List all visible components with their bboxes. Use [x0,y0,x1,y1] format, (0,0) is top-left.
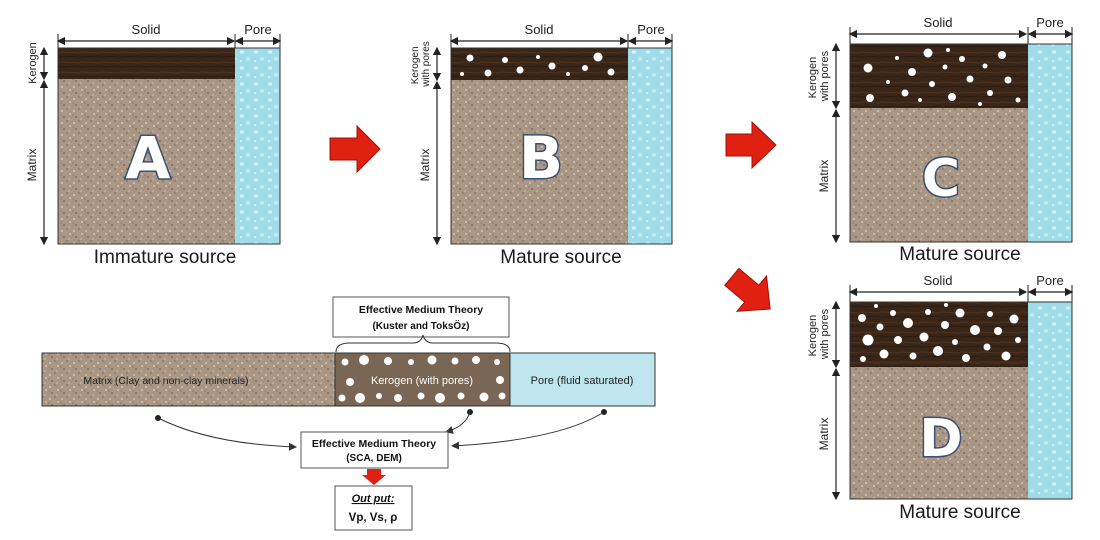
kerogen-side-label: Kerogen with pores [807,308,831,360]
kerogen-pores [863,48,1021,106]
pore-column [628,48,672,244]
bar-pore-label: Pore (fluid saturated) [531,375,634,387]
curly-brace [335,334,511,353]
panel-caption: Mature source [899,502,1020,523]
panel-letter: D [919,409,962,469]
panel-a: Solid Pore Kerogen Matrix A Immature sou… [25,22,282,268]
solid-label: Solid [924,273,953,288]
panel-d: Solid Pore Kerogen with pores Matrix D M… [807,273,1074,523]
matrix-layer [850,108,1028,242]
emt-workflow: Effective Medium Theory (Kuster and Toks… [41,296,656,531]
output-values: Vp, Vs, ρ [349,512,398,524]
red-arrow-a-to-b [329,124,381,174]
emt-top-subtitle: (Kuster and ToksÖz) [372,319,469,332]
kerogen-side-label: Kerogen with pores [807,50,831,102]
kerogen-layer [850,302,1028,367]
emt-bottom-box [300,431,449,469]
solid-label: Solid [924,15,953,30]
matrix-side-label: Matrix [817,160,831,193]
kerogen-side-label: Kerogen with pores [410,41,432,88]
pore-label: Pore [1036,15,1063,30]
panel-b: Solid Pore Kerogen with pores Matrix B M… [410,22,674,268]
matrix-side-label: Matrix [418,149,432,182]
kerogen-pores [460,52,615,77]
pore-column [1028,44,1072,242]
output-box [334,485,413,531]
solid-label: Solid [525,22,554,37]
emt-bottom-subtitle: (SCA, DEM) [346,453,402,464]
pore-label: Pore [244,22,271,37]
red-down-arrow [362,469,386,485]
connector-pore [451,411,605,450]
panel-letter: C [922,149,960,209]
emt-top-title: Effective Medium Theory [359,304,483,316]
matrix-side-label: Matrix [817,418,831,451]
bar-matrix-label: Matrix (Clay and non-clay minerals) [83,375,248,387]
connector-kerogen [445,411,471,434]
pore-column [1028,302,1072,499]
panel-caption: Mature source [500,247,621,268]
kerogen-layer [58,48,235,79]
emt-top-box [332,296,510,338]
connector-matrix [157,417,297,451]
red-arrow-b-to-c [725,120,777,170]
matrix-layer [58,79,235,244]
panel-caption: Immature source [94,247,237,268]
panel-letter: B [519,124,563,192]
pore-column [235,48,280,244]
kerogen-layer [451,48,628,80]
panel-c: Solid Pore Kerogen with pores Matrix C M… [807,15,1074,265]
bar-kerogen-label: Kerogen (with pores) [371,375,473,387]
solid-label: Solid [132,22,161,37]
panel-caption: Mature source [899,244,1020,265]
kerogen-side-label: Kerogen [27,42,39,84]
bar-matrix-segment [41,352,336,407]
pore-label: Pore [1036,273,1063,288]
matrix-layer [850,367,1028,499]
emt-bottom-title: Effective Medium Theory [312,438,436,450]
kerogen-pores [858,303,1021,362]
red-arrow-b-to-d [724,267,771,312]
bar-pore-segment [509,352,656,407]
matrix-layer [451,80,628,244]
panel-letter: A [126,124,171,192]
output-title: Out put: [352,493,395,505]
bar-kerogen-pores [338,355,506,403]
pore-label: Pore [637,22,664,37]
matrix-side-label: Matrix [25,149,39,182]
